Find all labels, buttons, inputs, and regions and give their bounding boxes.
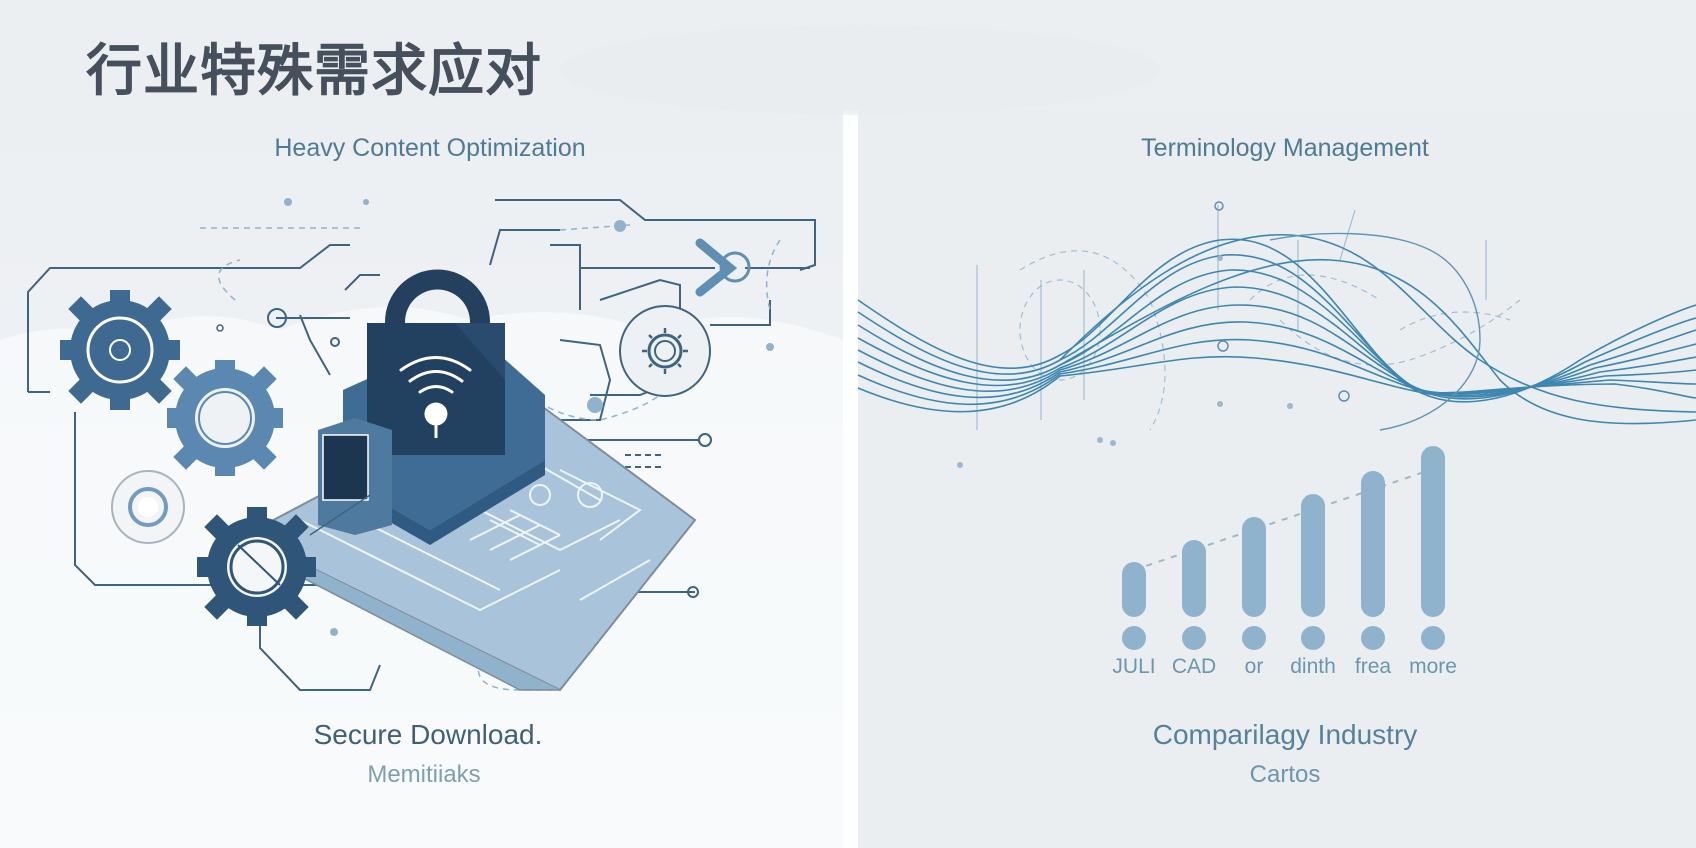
- chart-bar: [1182, 540, 1206, 617]
- wifi-signal-icon: [399, 356, 472, 394]
- clamp-connector-icon: [695, 238, 751, 297]
- right-caption-main: Comparilagy Industry: [1152, 719, 1418, 750]
- chart-bar-dot: [1361, 626, 1385, 650]
- left-caption-sub: Memitiiaks: [367, 761, 481, 788]
- chart-category-label: CAD: [1171, 655, 1217, 678]
- gear-icon: [60, 290, 180, 410]
- chart-bar-dot: [1122, 626, 1146, 650]
- chart-category-label: JULI: [1112, 655, 1156, 678]
- chart-bar: [1242, 517, 1266, 617]
- chart-category-label: dinth: [1290, 655, 1336, 678]
- right-panel: [858, 110, 1696, 848]
- chart-bar-dot: [1301, 626, 1325, 650]
- chart-bar: [1421, 446, 1445, 617]
- chart-category-label: or: [1244, 655, 1264, 678]
- chart-bar: [1122, 562, 1146, 617]
- chart-bar-dot: [1242, 626, 1266, 650]
- chart-bar: [1361, 471, 1385, 617]
- gear-icon: [167, 360, 283, 476]
- right-caption-sub: Cartos: [1249, 761, 1321, 788]
- chart-bar-dot: [1421, 626, 1445, 650]
- left-caption-main: Secure Download.: [313, 719, 543, 750]
- left-panel-subtitle: Heavy Content Optimization: [274, 134, 586, 162]
- chart-category-label: more: [1409, 655, 1457, 678]
- sun-gear-badge-icon: [619, 305, 711, 397]
- page-title: 行业特殊需求应对: [86, 39, 542, 104]
- gear-icon: [111, 470, 185, 544]
- panel-divider: [843, 110, 858, 848]
- gear-icon: [197, 507, 316, 626]
- chart-bar: [1301, 494, 1325, 617]
- chart-category-label: frea: [1354, 655, 1392, 678]
- keyhole-icon: [424, 402, 448, 438]
- right-panel-subtitle: Terminology Management: [1141, 134, 1429, 162]
- circuit-board-icon: [242, 388, 697, 692]
- chart-bar-dot: [1182, 626, 1206, 650]
